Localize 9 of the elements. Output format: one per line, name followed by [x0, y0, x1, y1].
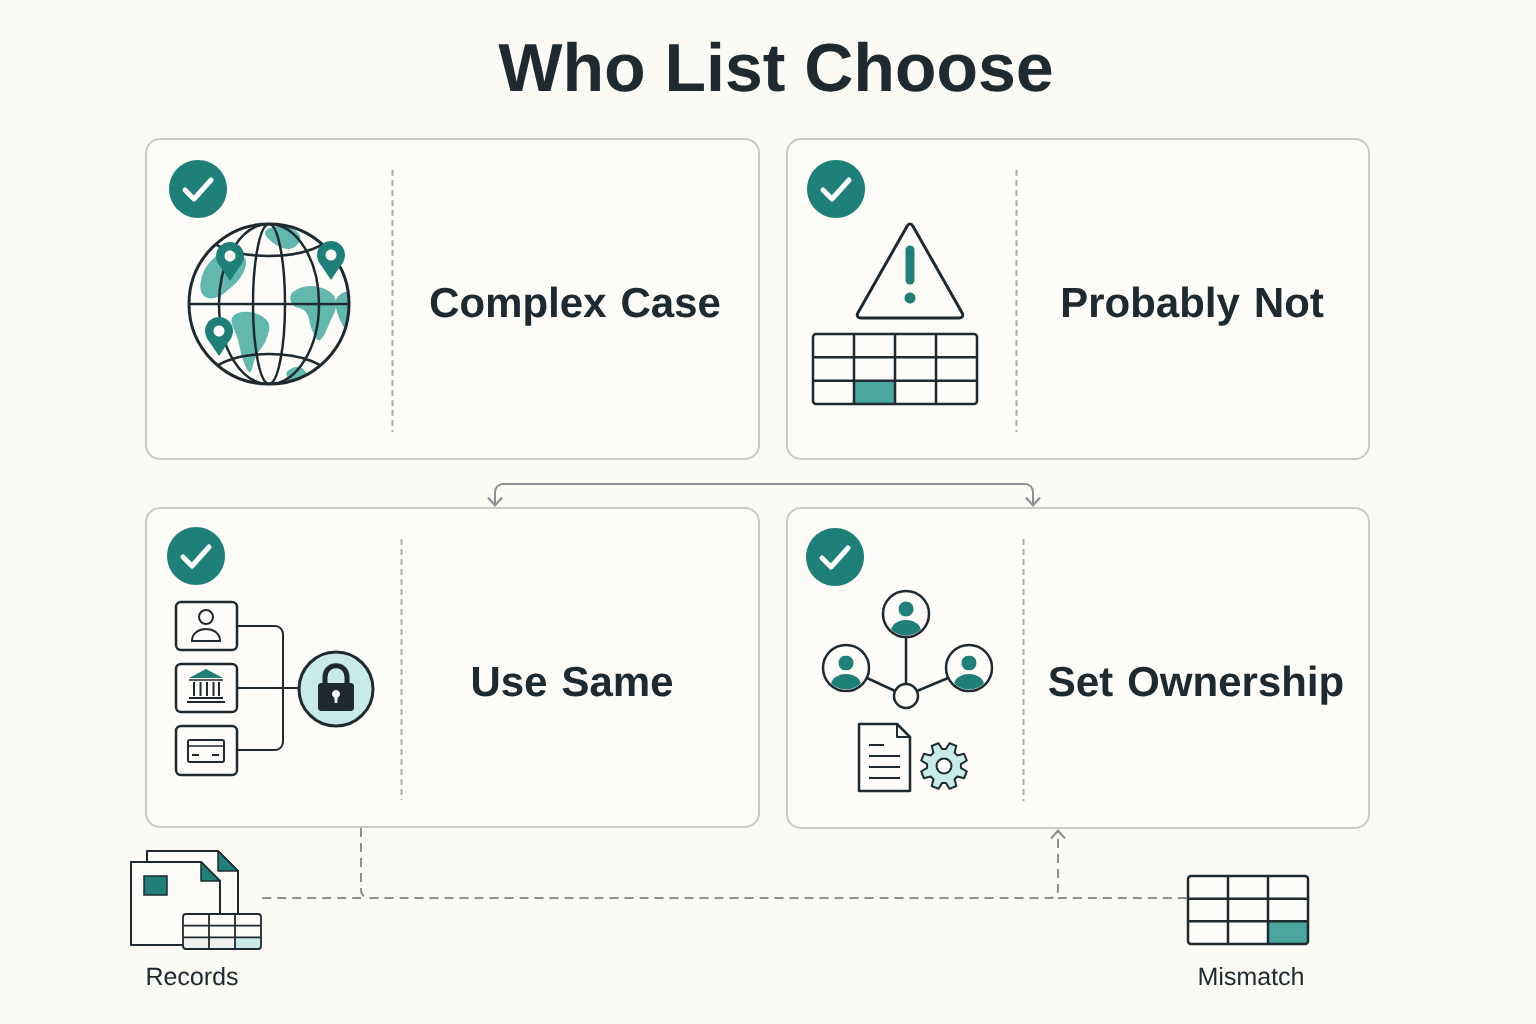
dashed-line	[261, 897, 362, 899]
card: Set Ownership	[786, 507, 1370, 829]
title: Who List Choose	[498, 41, 1052, 92]
dashed-arrow	[360, 827, 1066, 899]
icon-caption: Mismatch	[1199, 966, 1303, 986]
card: Use Same	[145, 507, 760, 828]
icon-caption: Records	[147, 966, 238, 986]
double-arrow	[487, 483, 1041, 507]
dashed-line	[1057, 897, 1188, 899]
